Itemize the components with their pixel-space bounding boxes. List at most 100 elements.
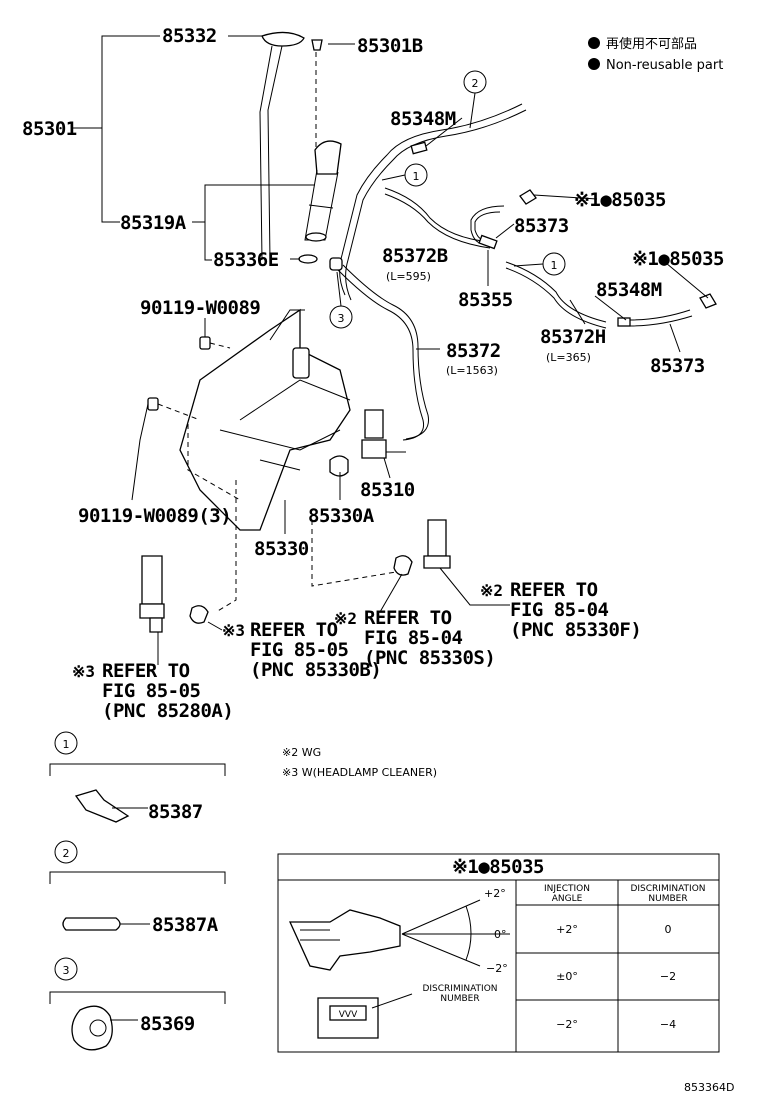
detail-bracket bbox=[49, 871, 226, 884]
angle-zero: 0° bbox=[494, 928, 507, 941]
part-number-85035: ※1●85035 bbox=[574, 189, 666, 211]
leader-line bbox=[381, 174, 406, 181]
ref-line: REFER TO bbox=[364, 607, 452, 629]
ref-line: FIG 85-05 bbox=[250, 639, 349, 661]
table-cell-angle: +2° bbox=[556, 923, 578, 936]
ref-mark: ※3 bbox=[72, 662, 95, 681]
part-number-85336E: 85336E bbox=[213, 249, 279, 271]
ref-line: FIG 85-04 bbox=[510, 599, 609, 621]
ref-mark: ※2 bbox=[334, 609, 357, 628]
leader-line bbox=[659, 257, 709, 299]
part-number-85330: 85330 bbox=[254, 538, 309, 560]
table-cell-number: −4 bbox=[660, 1018, 676, 1031]
leader-line bbox=[207, 621, 223, 631]
clip-drawing bbox=[62, 917, 121, 931]
part-number-85332: 85332 bbox=[162, 25, 217, 47]
non-reusable-bullet-icon bbox=[588, 37, 600, 49]
dashed-line bbox=[311, 520, 397, 587]
callout-circle bbox=[54, 840, 78, 864]
ref-line: REFER TO bbox=[250, 619, 338, 641]
clip-drawing bbox=[71, 1005, 113, 1051]
col-header-angle: ANGLE bbox=[552, 894, 583, 904]
part-number-85372H: 85372H bbox=[540, 326, 606, 348]
clip-drawing bbox=[74, 789, 130, 823]
note-wg: ※2 WG bbox=[282, 746, 321, 759]
ref-line: (PNC 85330B) bbox=[250, 659, 381, 681]
legend-jp: 再使用不可部品 bbox=[606, 36, 697, 52]
leader-line bbox=[569, 299, 586, 325]
clip-hole bbox=[89, 1019, 107, 1037]
length-85372H: (L=365) bbox=[546, 351, 591, 364]
ref-line: FIG 85-04 bbox=[364, 627, 463, 649]
callout-circle bbox=[54, 731, 78, 755]
dashed-line bbox=[187, 424, 241, 501]
dashed-line bbox=[157, 403, 201, 421]
part-number-85301B: 85301B bbox=[357, 35, 423, 57]
leader-line bbox=[336, 271, 342, 307]
callout-2: 2 bbox=[63, 847, 70, 860]
leader-line bbox=[513, 263, 544, 267]
disc-label: DISCRIMINATION bbox=[422, 984, 497, 994]
part-number-90119-W0089: 90119-W0089 bbox=[140, 297, 260, 319]
part-number-85319A: 85319A bbox=[120, 212, 187, 234]
col-header-number: NUMBER bbox=[648, 894, 687, 904]
length-85372B: (L=595) bbox=[386, 270, 431, 283]
leader-line bbox=[533, 194, 598, 200]
part-number-85301: 85301 bbox=[22, 118, 77, 140]
dashed-line bbox=[215, 480, 237, 613]
ref-line: (PNC 85280A) bbox=[102, 700, 233, 722]
leader-line bbox=[204, 222, 212, 261]
bracket-line bbox=[101, 35, 160, 223]
table-cell-number: −2 bbox=[660, 970, 676, 983]
dashed-line bbox=[209, 342, 231, 349]
filler-neck-drawing bbox=[259, 31, 342, 264]
legend-en: Non-reusable part bbox=[606, 58, 723, 73]
part-number-85369: 85369 bbox=[140, 1013, 195, 1035]
ref-line: FIG 85-05 bbox=[102, 680, 201, 702]
nozzle-inset: VVV bbox=[277, 853, 720, 1053]
leader-line bbox=[192, 184, 315, 223]
part-number-90119-W0089-3: 90119-W0089(3) bbox=[78, 505, 231, 527]
length-85372: (L=1563) bbox=[446, 364, 498, 377]
connector-mark: VVV bbox=[339, 1010, 358, 1020]
part-number-85373: 85373 bbox=[650, 355, 705, 377]
leader-line bbox=[669, 323, 681, 353]
table-cell-angle: ±0° bbox=[556, 970, 578, 983]
ref-line: (PNC 85330S) bbox=[364, 647, 495, 669]
disc-label: NUMBER bbox=[440, 994, 479, 1004]
washer-tank-drawing bbox=[147, 308, 406, 531]
callout-3: 3 bbox=[63, 964, 70, 977]
part-number-85355: 85355 bbox=[458, 289, 513, 311]
leader-line bbox=[439, 567, 510, 606]
ref-line: REFER TO bbox=[102, 660, 190, 682]
part-number-85387A: 85387A bbox=[152, 914, 219, 936]
part-number-85348M: 85348M bbox=[596, 279, 662, 301]
leader-line bbox=[495, 223, 515, 239]
inset-title: ※1●85035 bbox=[452, 856, 544, 878]
ref-line: (PNC 85330F) bbox=[510, 619, 641, 641]
angle-minus: −2° bbox=[486, 962, 508, 975]
callout-1: 1 bbox=[551, 259, 558, 272]
leader-line bbox=[383, 457, 391, 479]
detail-bracket bbox=[49, 991, 226, 1004]
part-number-85372B: 85372B bbox=[382, 245, 448, 267]
callout-1: 1 bbox=[413, 170, 420, 183]
pump-drawing bbox=[139, 519, 451, 633]
callout-circle bbox=[54, 957, 78, 981]
callout-1: 1 bbox=[63, 738, 70, 751]
table-cell-number: 0 bbox=[665, 923, 672, 936]
ref-mark: ※3 bbox=[222, 621, 245, 640]
note-headlamp-cleaner: ※3 W(HEADLAMP CLEANER) bbox=[282, 766, 437, 779]
leader-line bbox=[469, 92, 476, 129]
non-reusable-bullet-icon bbox=[588, 58, 600, 70]
ref-mark: ※2 bbox=[480, 581, 503, 600]
col-header-number: DISCRIMINATION bbox=[630, 884, 705, 894]
part-number-85387: 85387 bbox=[148, 801, 203, 823]
part-number-85330A: 85330A bbox=[308, 505, 375, 527]
part-number-85348M: 85348M bbox=[390, 108, 456, 130]
col-header-angle: INJECTION bbox=[544, 884, 590, 894]
part-number-85372: 85372 bbox=[446, 340, 501, 362]
leader-line bbox=[594, 295, 627, 321]
callout-3: 3 bbox=[338, 312, 345, 325]
detail-bracket bbox=[49, 763, 226, 776]
